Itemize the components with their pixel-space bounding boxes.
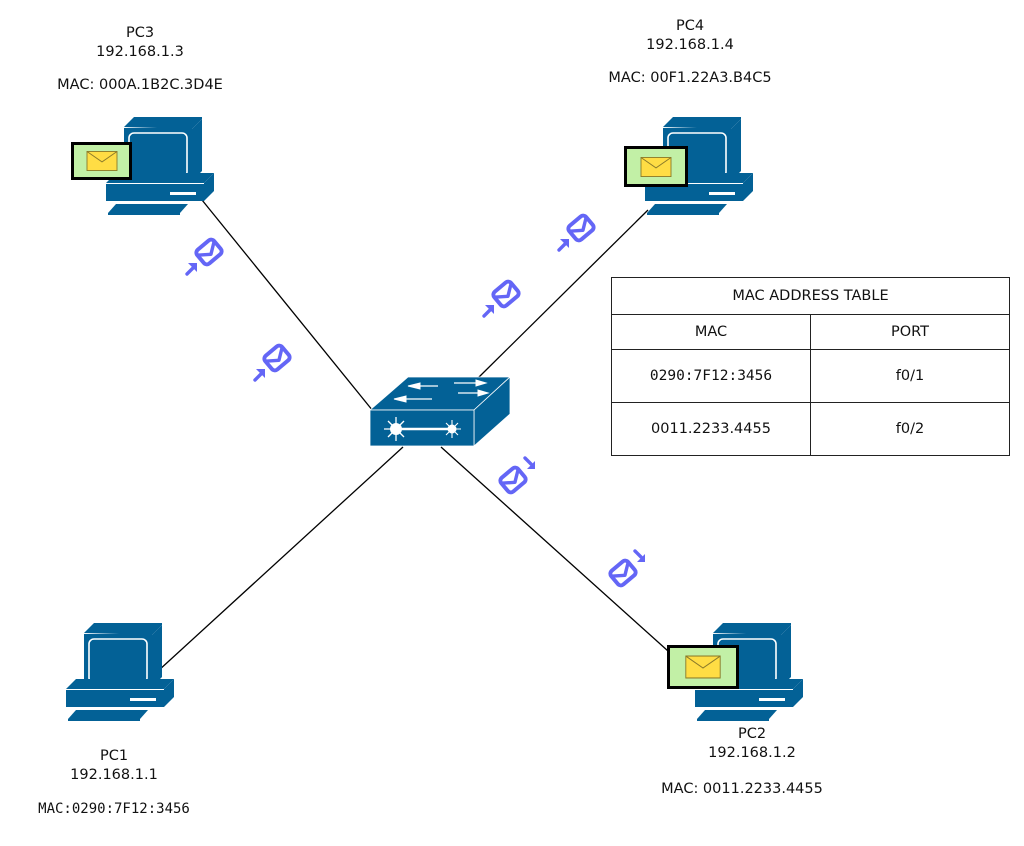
mac-address-table: MAC ADDRESS TABLE MAC PORT 0290:7F12:345… [611, 277, 1010, 456]
mac-table-header-port: PORT [810, 314, 1010, 350]
packet-outgoing-icon [251, 340, 295, 384]
switch-icon[interactable] [368, 376, 514, 448]
host-mac-pc1: MAC:0290:7F12:3456 [38, 801, 190, 817]
link-switch-pc2 [440, 446, 669, 652]
host-ip-pc1: 192.168.1.1 [70, 767, 158, 783]
mac-table-cell-port: f0/2 [810, 402, 1010, 456]
frame-envelope-icon [667, 645, 739, 689]
frame-envelope-icon [624, 146, 688, 187]
mac-table-cell-mac: 0290:7F12:3456 [611, 349, 811, 403]
link-pc4-switch [476, 209, 649, 380]
mac-table-title: MAC ADDRESS TABLE [611, 277, 1010, 315]
packet-outgoing-icon [555, 210, 599, 254]
mac-table-header-mac: MAC [611, 314, 811, 350]
mac-table-cell-port: f0/1 [810, 349, 1010, 403]
host-ip-pc2: 192.168.1.2 [708, 745, 796, 761]
host-name-pc3: PC3 [125, 25, 155, 41]
packet-incoming-icon [495, 454, 539, 498]
host-ip-pc4: 192.168.1.4 [646, 37, 734, 53]
host-name-pc4: PC4 [675, 18, 705, 34]
table-row: 0011.2233.4455 f0/2 [611, 402, 1010, 456]
host-mac-pc4: MAC: 00F1.22A3.B4C5 [608, 70, 772, 86]
pc-icon[interactable] [66, 623, 176, 721]
link-pc1-switch [157, 446, 404, 672]
packet-outgoing-icon [480, 276, 524, 320]
mac-table-cell-mac: 0011.2233.4455 [611, 402, 811, 456]
host-mac-pc3: MAC: 000A.1B2C.3D4E [57, 77, 223, 93]
link-pc3-switch [201, 199, 374, 412]
host-name-pc2: PC2 [737, 726, 767, 742]
host-ip-pc3: 192.168.1.3 [96, 44, 184, 60]
host-mac-pc2: MAC: 0011.2233.4455 [661, 781, 823, 797]
packet-incoming-icon [605, 547, 649, 591]
host-name-pc1: PC1 [99, 748, 129, 764]
frame-envelope-icon [71, 142, 132, 180]
table-row: 0290:7F12:3456 f0/1 [611, 349, 1010, 403]
packet-outgoing-icon [183, 234, 227, 278]
